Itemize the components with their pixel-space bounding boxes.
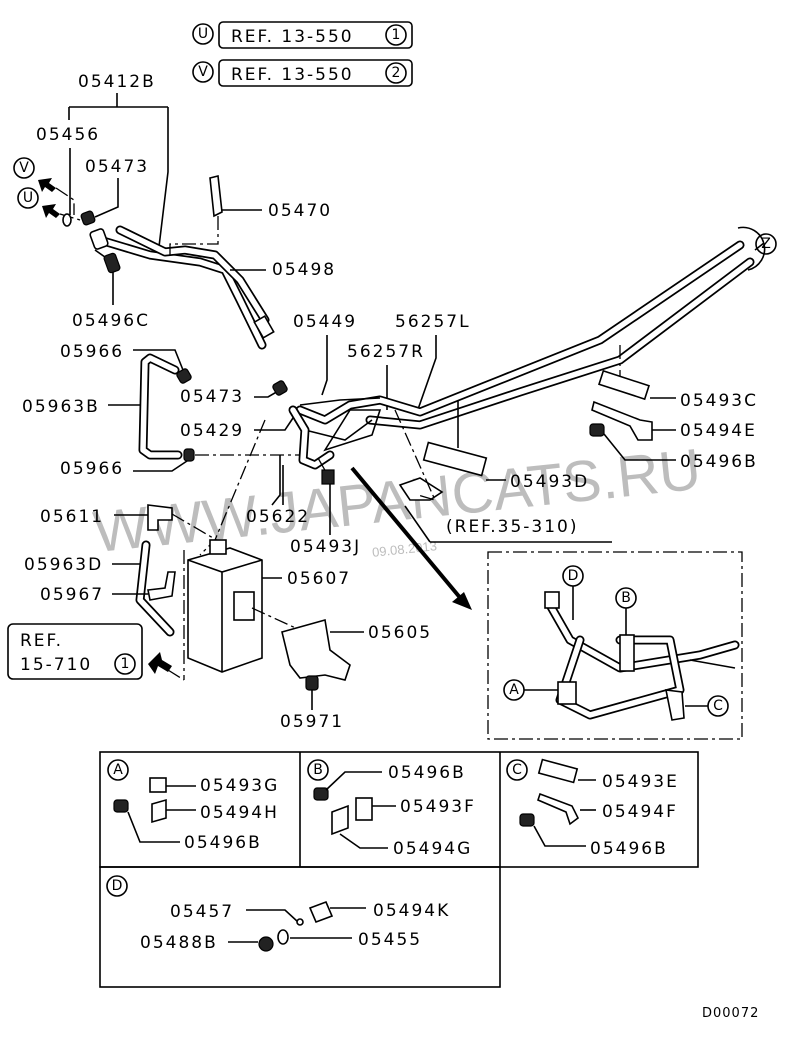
label-05605: 05605	[368, 623, 432, 643]
diagram-code: D00072	[702, 1006, 759, 1021]
marker-z-icon	[755, 233, 777, 255]
arrow-icon	[452, 592, 472, 610]
marker-d: D	[568, 568, 579, 584]
detail-d: D 05457 05494K 05488B 05455	[106, 875, 450, 953]
label-05493F: 05493F	[400, 797, 476, 817]
canister	[187, 547, 263, 673]
marker-v-icon	[13, 157, 35, 179]
label-05963D: 05963D	[24, 555, 103, 575]
ref-text: REF. 13-550	[231, 65, 354, 85]
label-05496B-b: 05496B	[388, 763, 466, 783]
detail-b: B 05496B 05493F 05494G	[307, 759, 476, 859]
marker-b: B	[621, 590, 631, 606]
label-05493J: 05493J	[290, 537, 361, 557]
marker-b: B	[313, 762, 323, 778]
o-ring	[62, 213, 72, 227]
label-05494E: 05494E	[680, 421, 757, 441]
marker-v: V	[198, 64, 208, 80]
marker-v: V	[19, 160, 29, 176]
label-05493D: 05493D	[510, 472, 589, 492]
label-05611: 05611	[40, 507, 104, 527]
label-05971: 05971	[280, 712, 344, 732]
ref-num-icon	[385, 62, 407, 84]
arrow-icon	[42, 204, 60, 218]
label-05493G: 05493G	[200, 776, 279, 796]
ref-text: REF. 13-550	[231, 27, 354, 47]
label-05496B-main: 05496B	[680, 452, 758, 472]
inset-view	[487, 551, 743, 740]
marker-z: Z	[761, 236, 771, 252]
marker-c: C	[713, 698, 723, 714]
label-05493E: 05493E	[602, 772, 679, 792]
ref-box	[218, 21, 413, 49]
label-05493C: 05493C	[680, 391, 758, 411]
detail-table	[99, 751, 699, 988]
ref-15-710-label: REF.	[20, 631, 63, 651]
marker-a-icon	[107, 759, 129, 781]
label-05496B-a: 05496B	[184, 833, 262, 853]
ref-u[interactable]: U REF. 13-550 1	[192, 21, 413, 49]
label-05473-b: 05473	[180, 387, 244, 407]
marker-u: U	[198, 26, 208, 42]
label-05967: 05967	[40, 585, 104, 605]
label-05496C: 05496C	[72, 311, 150, 331]
arrow-icon	[148, 652, 172, 674]
bracket-part	[398, 477, 444, 501]
ref-15-710-num: 15-710	[20, 655, 92, 675]
marker-u-icon	[17, 187, 39, 209]
marker-a: A	[509, 682, 519, 698]
marker-a: A	[113, 762, 123, 778]
label-05966-bottom: 05966	[60, 459, 124, 479]
bracket-05605	[281, 618, 351, 681]
detail-c: C 05493E 05494F 05496B	[506, 758, 679, 859]
label-05607: 05607	[287, 569, 351, 589]
marker-c-icon	[506, 759, 528, 781]
marker-u-icon	[192, 23, 214, 45]
label-05494G: 05494G	[393, 839, 472, 859]
marker-v-icon	[192, 61, 214, 83]
label-05496B-c: 05496B	[590, 839, 668, 859]
marker-b-icon	[307, 759, 329, 781]
label-56257L: 56257L	[395, 312, 471, 332]
label-05456: 05456	[36, 125, 100, 145]
label-05457: 05457	[170, 902, 234, 922]
label-56257R: 56257R	[347, 342, 425, 362]
ref-v[interactable]: V REF. 13-550 2	[192, 59, 413, 87]
marker-d-icon	[106, 875, 128, 897]
label-05494K: 05494K	[373, 901, 450, 921]
clip-05470	[209, 175, 223, 218]
label-05470: 05470	[268, 201, 332, 221]
ref-15-710-box[interactable]	[7, 623, 143, 680]
label-05494H: 05494H	[200, 803, 279, 823]
label-05429: 05429	[180, 421, 244, 441]
arrow-icon	[38, 178, 56, 192]
label-05494F: 05494F	[602, 802, 678, 822]
label-05412B: 05412B	[78, 72, 156, 92]
ref-num: 1	[392, 27, 401, 43]
label-05455: 05455	[358, 930, 422, 950]
label-05473: 05473	[85, 157, 149, 177]
ref-num: 1	[121, 656, 130, 672]
label-05449: 05449	[293, 312, 357, 332]
label-05498: 05498	[272, 260, 336, 280]
label-05488B: 05488B	[140, 933, 218, 953]
marker-c: C	[512, 762, 522, 778]
detail-a: A 05493G 05494H 05496B	[107, 759, 279, 853]
marker-d: D	[112, 878, 123, 894]
ref-num-icon	[114, 653, 136, 675]
label-05963B: 05963B	[22, 397, 100, 417]
ref-box	[218, 59, 413, 87]
ref-num: 2	[392, 65, 401, 81]
ref-35-310: (REF.35-310)	[446, 517, 578, 537]
label-05622: 05622	[246, 507, 310, 527]
date-stamp: 09.08.2013	[371, 538, 437, 560]
connector-05611	[147, 504, 173, 531]
marker-u: U	[23, 190, 33, 206]
label-05966-top: 05966	[60, 342, 124, 362]
ref-num-icon	[385, 24, 407, 46]
